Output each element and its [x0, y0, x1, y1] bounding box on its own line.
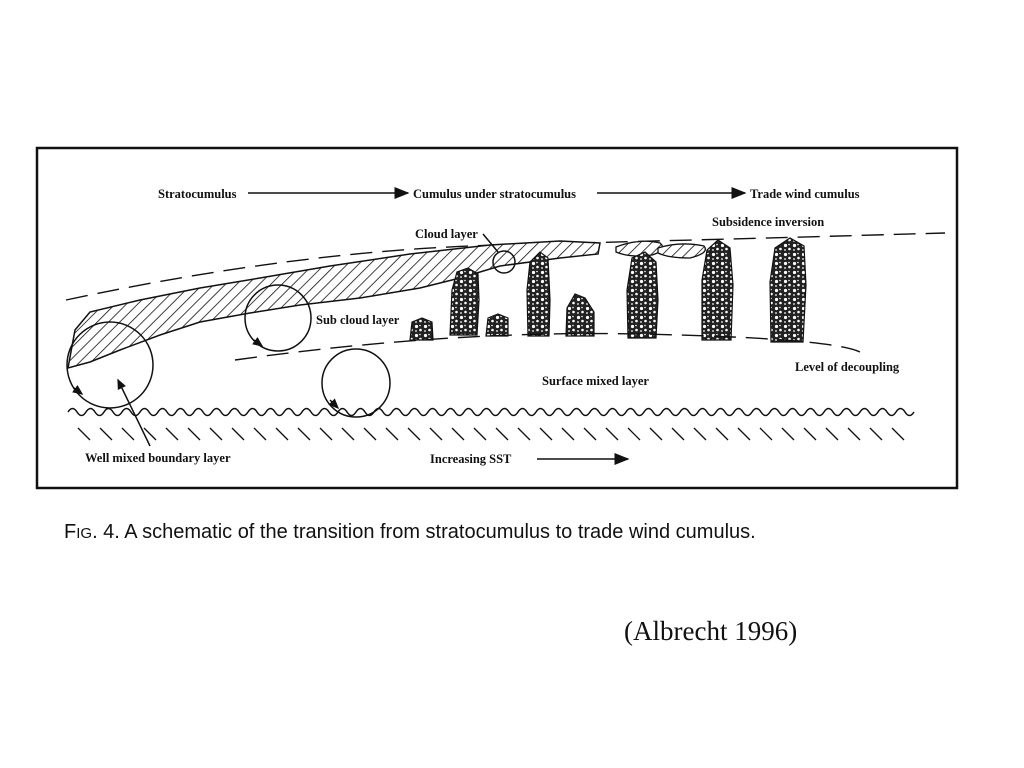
- sea-hatch-mark: [297, 427, 311, 441]
- sea-hatch-mark: [825, 427, 839, 441]
- sea-hatch-mark: [385, 427, 399, 441]
- caption-small-caps: IG: [76, 525, 92, 542]
- cumulus-small-2: [485, 313, 509, 337]
- sea-hatch-mark: [561, 427, 575, 441]
- sea-hatch-mark: [803, 427, 817, 441]
- sea-hatch-mark: [759, 427, 773, 441]
- sea-hatch-mark: [429, 427, 443, 441]
- label-cumulus-under-stratocumulus: Cumulus under stratocumulus: [413, 187, 576, 201]
- eddy-well-mixed: [66, 321, 154, 409]
- eddy-sub-cloud-arrow: [252, 337, 264, 347]
- cumulus-tower-2: [526, 251, 551, 337]
- sea-hatch-mark: [847, 427, 861, 441]
- sea-hatch-mark: [517, 427, 531, 441]
- sea-hatch-mark: [363, 427, 377, 441]
- sea-hatch-mark: [605, 427, 619, 441]
- sea-hatch-mark: [671, 427, 685, 441]
- cumulus-tower-4: [701, 239, 734, 341]
- label-level-of-decoupling: Level of decoupling: [795, 360, 900, 374]
- sea-hatch-mark: [737, 427, 751, 441]
- sea-hatch-mark: [187, 427, 201, 441]
- eddy-surface-mixed: [321, 348, 391, 418]
- sea-hatch-mark: [649, 427, 663, 441]
- sea-hatch-mark: [451, 427, 465, 441]
- sea-hatch-mark: [539, 427, 553, 441]
- sea-hatch-mark: [143, 427, 157, 441]
- sea-hatch-mark: [121, 427, 135, 441]
- sea-hatch-mark: [407, 427, 421, 441]
- label-sub-cloud-layer: Sub cloud layer: [316, 313, 400, 327]
- cumulus-small-3: [565, 293, 595, 337]
- well-mixed-leader: [117, 378, 151, 447]
- cumulus-tower-1: [449, 267, 480, 336]
- sea-hatch-mark: [473, 427, 487, 441]
- sea-hatch-mark: [495, 427, 509, 441]
- sea-hatch-marks: [77, 427, 905, 441]
- cloud-puff-2: [657, 243, 707, 259]
- sea-hatch-mark: [209, 427, 223, 441]
- label-cloud-layer: Cloud layer: [415, 227, 478, 241]
- sea-hatch-mark: [693, 427, 707, 441]
- sea-hatch-mark: [165, 427, 179, 441]
- label-surface-mixed-layer: Surface mixed layer: [542, 374, 649, 388]
- sea-hatch-mark: [781, 427, 795, 441]
- sea-hatch-mark: [583, 427, 597, 441]
- caption-prefix: F: [64, 521, 76, 543]
- label-subsidence-inversion: Subsidence inversion: [712, 215, 824, 229]
- sea-hatch-mark: [869, 427, 883, 441]
- sea-hatch-mark: [627, 427, 641, 441]
- label-stratocumulus: Stratocumulus: [158, 187, 237, 201]
- label-increasing-sst: Increasing SST: [430, 452, 512, 466]
- eddy-sub-cloud: [244, 284, 312, 352]
- figure-caption: FIG. 4. A schematic of the transition fr…: [64, 521, 756, 543]
- sea-hatch-mark: [231, 427, 245, 441]
- sea-hatch-mark: [715, 427, 729, 441]
- eddy-surface-mixed-arrow: [328, 398, 340, 410]
- sea-hatch-mark: [891, 427, 905, 441]
- sea-hatch-mark: [253, 427, 267, 441]
- sea-hatch-mark: [99, 427, 113, 441]
- sea-hatch-mark: [77, 427, 91, 441]
- sea-surface-waves: [67, 407, 915, 417]
- label-well-mixed-boundary-layer: Well mixed boundary layer: [85, 451, 231, 465]
- label-trade-wind-cumulus: Trade wind cumulus: [750, 187, 860, 201]
- cloud-layer-eddy: [492, 250, 516, 274]
- cumulus-small-1: [409, 317, 434, 341]
- caption-text: . 4. A schematic of the transition from …: [92, 521, 756, 543]
- level-of-decoupling-line: [234, 332, 861, 361]
- eddy-well-mixed-arrow: [72, 385, 84, 395]
- cumulus-tower-5: [769, 237, 807, 343]
- cloud-layer-leader: [482, 233, 499, 253]
- sea-hatch-mark: [319, 427, 333, 441]
- citation: (Albrecht 1996): [624, 616, 797, 646]
- sea-hatch-mark: [341, 427, 355, 441]
- cumulus-tower-3: [626, 251, 659, 339]
- sea-hatch-mark: [275, 427, 289, 441]
